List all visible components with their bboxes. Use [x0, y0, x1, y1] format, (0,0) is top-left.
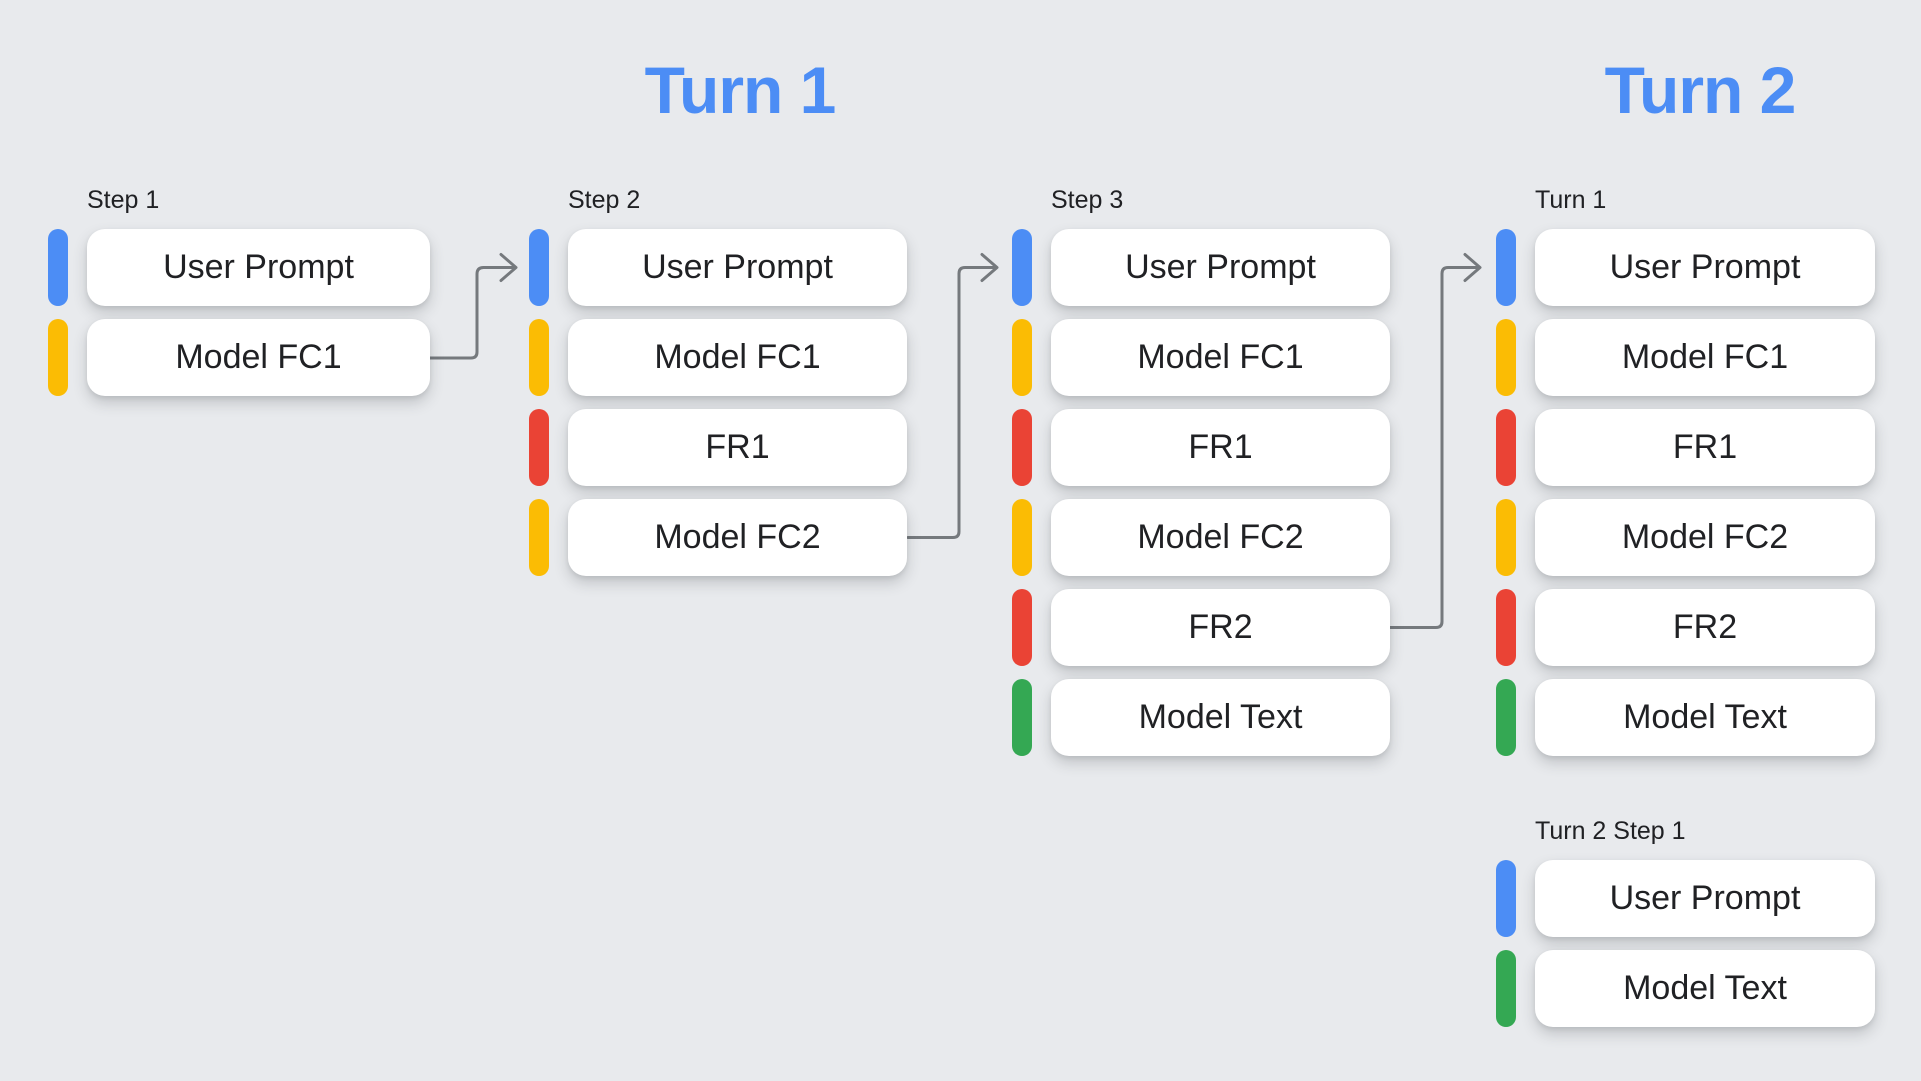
arrow-step3-to-turn2 [1388, 253, 1482, 629]
column-label: Step 2 [568, 186, 641, 214]
model-fc-bar [1012, 319, 1032, 396]
user-prompt-bar [1496, 860, 1516, 937]
message-box: Model FC1 [568, 319, 907, 396]
message-box: User Prompt [1051, 229, 1390, 306]
user-prompt-bar [529, 229, 549, 306]
function-response-bar [1012, 589, 1032, 666]
column-label: Turn 1 [1535, 186, 1607, 214]
column-label: Step 1 [87, 186, 160, 214]
message-box: Model Text [1535, 950, 1875, 1027]
row-user-prompt: User Prompt [1496, 860, 1875, 937]
model-text-bar [1496, 679, 1516, 756]
message-box: Model FC1 [87, 319, 430, 396]
row-user-prompt: User Prompt [529, 229, 907, 306]
column-step-1: Step 1 User Prompt Model FC1 [48, 185, 430, 409]
message-box: FR2 [1051, 589, 1390, 666]
arrow-step1-to-step2 [428, 253, 518, 360]
message-box: Model Text [1051, 679, 1390, 756]
message-box: Model FC1 [1535, 319, 1875, 396]
message-box: FR1 [568, 409, 907, 486]
row-model-fc2: Model FC2 [1496, 499, 1875, 576]
row-model-text: Model Text [1496, 950, 1875, 1027]
message-box: User Prompt [568, 229, 907, 306]
model-text-bar [1012, 679, 1032, 756]
model-fc-bar [48, 319, 68, 396]
column-label: Step 3 [1051, 186, 1124, 214]
message-box: FR1 [1051, 409, 1390, 486]
message-box: User Prompt [1535, 229, 1875, 306]
row-fr2: FR2 [1496, 589, 1875, 666]
row-model-fc2: Model FC2 [529, 499, 907, 576]
arrow-step2-to-step3 [906, 253, 999, 539]
column-label: Turn 2 Step 1 [1535, 817, 1686, 845]
turn-2-title: Turn 2 [1604, 53, 1797, 127]
message-box: Model Text [1535, 679, 1875, 756]
row-model-fc2: Model FC2 [1012, 499, 1390, 576]
message-box: FR1 [1535, 409, 1875, 486]
column-turn-2-step-1: Turn 2 Step 1 User Prompt Model Text [1496, 816, 1875, 1040]
row-user-prompt: User Prompt [1496, 229, 1875, 306]
message-box: FR2 [1535, 589, 1875, 666]
message-box: User Prompt [1535, 860, 1875, 937]
row-user-prompt: User Prompt [48, 229, 430, 306]
row-fr1: FR1 [1012, 409, 1390, 486]
function-response-bar [1496, 409, 1516, 486]
model-fc-bar [1496, 319, 1516, 396]
model-fc-bar [1496, 499, 1516, 576]
column-step-3: Step 3 User Prompt Model FC1 FR1 Model F… [1012, 185, 1390, 769]
column-turn-1-history: Turn 1 User Prompt Model FC1 FR1 Model F… [1496, 185, 1875, 769]
message-box: Model FC1 [1051, 319, 1390, 396]
row-model-text: Model Text [1496, 679, 1875, 756]
user-prompt-bar [1496, 229, 1516, 306]
row-model-fc1: Model FC1 [48, 319, 430, 396]
user-prompt-bar [48, 229, 68, 306]
message-box: Model FC2 [1535, 499, 1875, 576]
row-fr1: FR1 [1496, 409, 1875, 486]
row-fr2: FR2 [1012, 589, 1390, 666]
model-fc-bar [1012, 499, 1032, 576]
row-model-fc1: Model FC1 [529, 319, 907, 396]
row-user-prompt: User Prompt [1012, 229, 1390, 306]
function-response-bar [1496, 589, 1516, 666]
message-box: User Prompt [87, 229, 430, 306]
turn-1-title: Turn 1 [644, 53, 837, 127]
function-response-bar [1012, 409, 1032, 486]
row-fr1: FR1 [529, 409, 907, 486]
message-box: Model FC2 [1051, 499, 1390, 576]
row-model-fc1: Model FC1 [1496, 319, 1875, 396]
model-fc-bar [529, 319, 549, 396]
function-response-bar [529, 409, 549, 486]
row-model-text: Model Text [1012, 679, 1390, 756]
model-fc-bar [529, 499, 549, 576]
row-model-fc1: Model FC1 [1012, 319, 1390, 396]
column-step-2: Step 2 User Prompt Model FC1 FR1 Model F… [529, 185, 907, 589]
user-prompt-bar [1012, 229, 1032, 306]
message-box: Model FC2 [568, 499, 907, 576]
model-text-bar [1496, 950, 1516, 1027]
